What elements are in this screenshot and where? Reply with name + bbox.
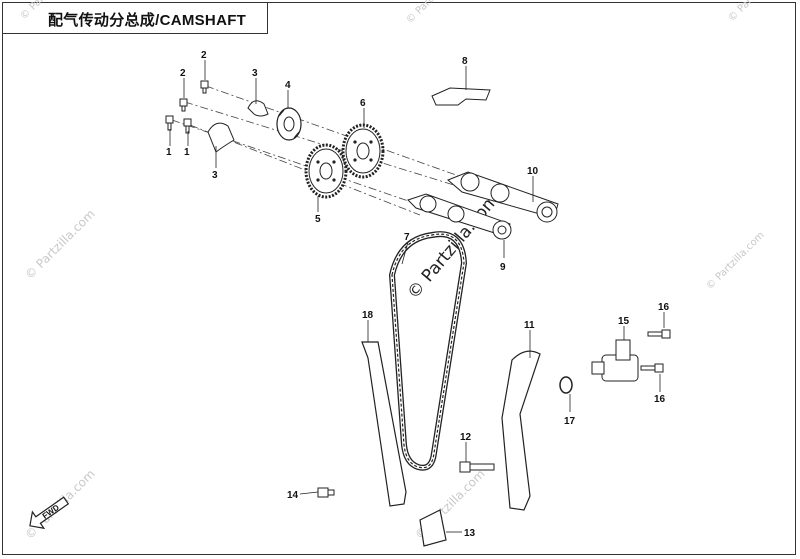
cam-cap-part-3a [247,100,269,117]
timing-chain-links [391,233,465,469]
cam-cap-part-3b [207,122,235,153]
bolt-part-2a [200,80,209,94]
callout-5: 5 [315,214,321,225]
callout-2a: 2 [201,50,207,61]
callout-13: 13 [464,528,476,539]
callout-3b: 3 [212,170,218,181]
callout-1b: 1 [184,147,190,158]
watermark-mid-right: © Partzilla.com [704,230,766,292]
o-ring-part-17 [559,376,573,394]
callout-7: 7 [404,232,410,243]
slipper-part-13 [419,509,447,547]
camshaft-part-9 [407,193,512,240]
callout-16b: 16 [654,394,666,405]
camshaft-part-10 [447,171,559,223]
bolt-part-1a [165,115,174,131]
callout-9: 9 [500,262,506,273]
bolt-part-16b [640,363,664,373]
watermark-layer: © Partzilla.com © Partzilla.com © Partzi… [18,0,788,542]
bracket-part-8 [431,87,491,106]
pin-part-12 [459,461,495,473]
callouts: 1 1 2 2 3 3 4 5 6 7 8 9 10 11 12 13 14 1… [166,50,670,539]
callout-12: 12 [460,432,472,443]
bolt-part-2b [179,98,188,112]
sprocket-part-6 [341,123,385,179]
callout-10: 10 [527,166,539,177]
bolt-part-14 [317,487,335,498]
callout-8: 8 [462,56,468,67]
leader-lines [169,60,665,533]
callout-2b: 2 [180,68,186,79]
callout-4: 4 [285,80,291,91]
watermark-top-right: © Partzilla.com [726,0,788,24]
bolt-part-16a [647,329,671,339]
chain-guide-part-18 [361,341,407,507]
callout-16a: 16 [658,302,670,313]
watermark-mid-left: © Partzilla.com [22,207,97,282]
callout-18: 18 [362,310,374,321]
watermark-top-center: © Partzilla.com [404,0,466,26]
title-box: 配气传动分总成/CAMSHAFT [2,2,268,34]
reluctor-disc-part-4 [276,107,302,141]
callout-1a: 1 [166,147,172,158]
sprocket-part-5 [304,143,348,199]
tensioner-guide-part-11 [501,350,541,511]
callout-11: 11 [524,320,535,331]
chain-tensioner-part-15 [591,339,639,382]
callout-17: 17 [564,416,576,427]
callout-6: 6 [360,98,366,109]
callout-14: 14 [287,490,299,501]
watermark-top-left: © Partzilla.com [18,0,80,22]
bolt-part-1b [183,118,192,134]
callout-15: 15 [618,316,630,327]
diagram-title: 配气传动分总成/CAMSHAFT [48,12,247,29]
callout-3a: 3 [252,68,258,79]
